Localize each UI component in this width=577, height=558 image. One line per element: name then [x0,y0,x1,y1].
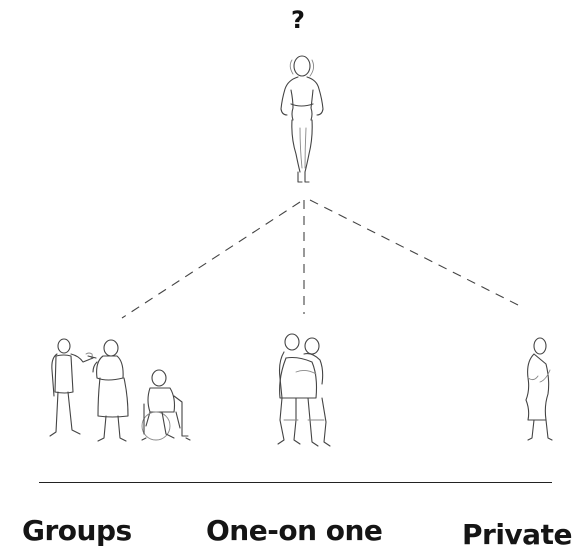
ground-line [39,482,552,483]
option-label-private: Private [462,518,572,551]
connector-to-groups [121,201,301,319]
one-on-one-figures [277,333,331,447]
question-mark: ? [291,6,305,34]
connector-to-private [309,199,521,307]
groups-figures [49,338,191,442]
private-figure [525,337,553,441]
option-label-one-on-one: One-on one [206,514,383,547]
connector-lines [121,199,521,319]
walking-woman-figure [280,55,324,183]
option-label-groups: Groups [22,514,132,547]
